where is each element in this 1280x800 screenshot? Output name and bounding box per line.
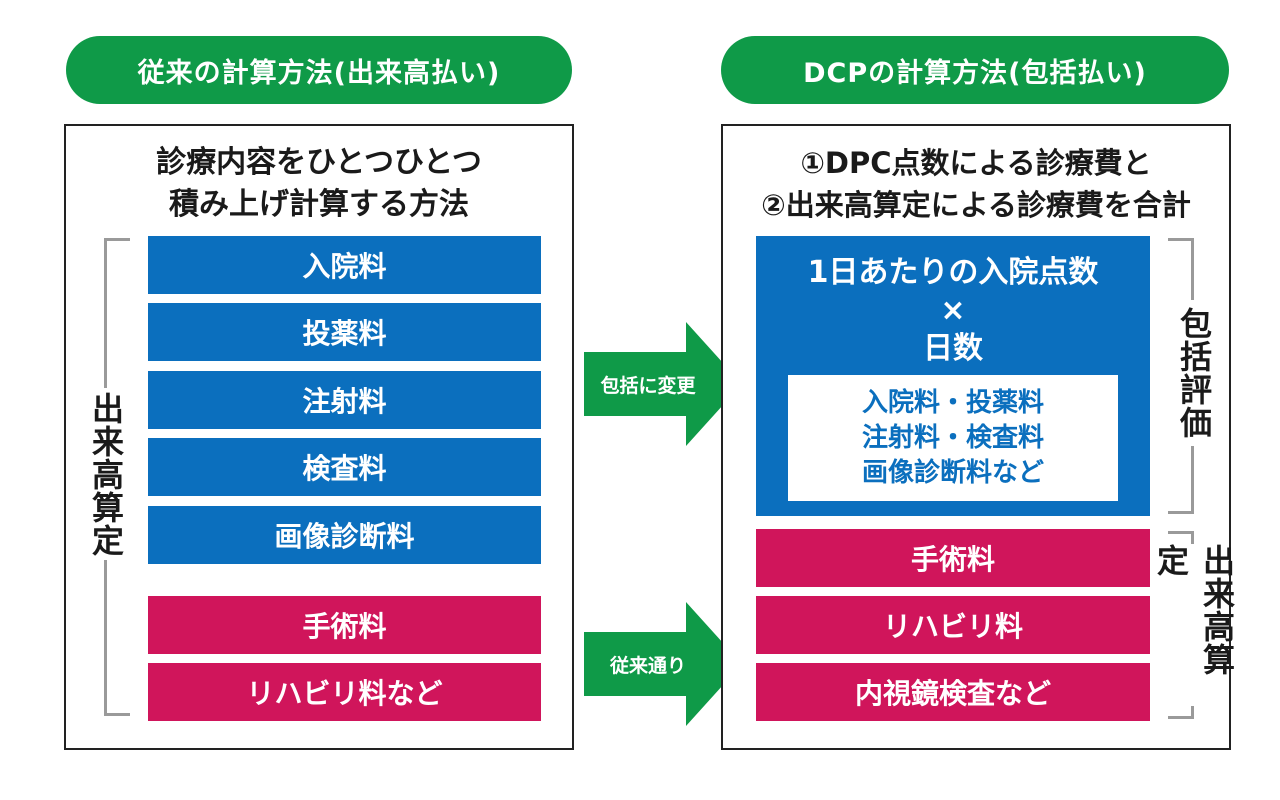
right-item-shujutsu: 手術料: [756, 529, 1150, 587]
left-item-nyuin: 入院料: [148, 236, 541, 294]
left-side-label: 出来高算定: [86, 388, 126, 560]
dpc-formula-line-1: 1日あたりの入院点数: [807, 255, 1099, 290]
dpc-included-line-1: 入院料・投薬料: [861, 387, 1044, 418]
left-item-chusha: 注射料: [148, 371, 541, 429]
right-side-label-bottom: 出来高算定: [1152, 544, 1236, 706]
arrow-top-label: 包括に変更: [600, 374, 696, 397]
left-item-toyaku: 投薬料: [148, 303, 541, 361]
left-heading-line-2: 積み上げ計算する方法: [169, 187, 469, 222]
dpc-included-line-3: 画像診断料など: [861, 457, 1044, 488]
left-heading: 診療内容をひとつひとつ 積み上げ計算する方法: [66, 142, 572, 226]
dpc-formula-line-2: 日数: [923, 331, 983, 366]
arrow-top: [584, 322, 742, 446]
right-header: DCPの計算方法(包括払い): [721, 36, 1229, 104]
arrow-top-shape: [584, 322, 742, 446]
right-heading-line-2: ②出来高算定による診療費を合計: [761, 188, 1191, 222]
left-item-shujutsu: 手術料: [148, 596, 541, 654]
dpc-formula-operator: ×: [940, 293, 966, 328]
left-header: 従来の計算方法(出来高払い): [66, 36, 572, 104]
arrow-bottom: [584, 602, 742, 726]
right-side-label-top: 包括評価: [1174, 300, 1214, 446]
left-item-gazo: 画像診断料: [148, 506, 541, 564]
right-heading: ①DPC点数による診療費と ②出来高算定による診療費を合計: [723, 142, 1229, 226]
dpc-included-box: 入院料・投薬料 注射料・検査料 画像診断料など: [788, 375, 1118, 501]
right-heading-line-1: ①DPC点数による診療費と: [800, 146, 1152, 180]
right-item-endoscopy: 内視鏡検査など: [756, 663, 1150, 721]
arrow-bottom-label: 従来通り: [609, 654, 686, 677]
left-heading-line-1: 診療内容をひとつひとつ: [156, 145, 482, 180]
left-item-rehab: リハビリ料など: [148, 663, 541, 721]
arrow-bottom-shape: [584, 602, 742, 726]
left-item-kensa: 検査料: [148, 438, 541, 496]
dpc-included-line-2: 注射料・検査料: [861, 422, 1044, 453]
right-item-rehab: リハビリ料: [756, 596, 1150, 654]
